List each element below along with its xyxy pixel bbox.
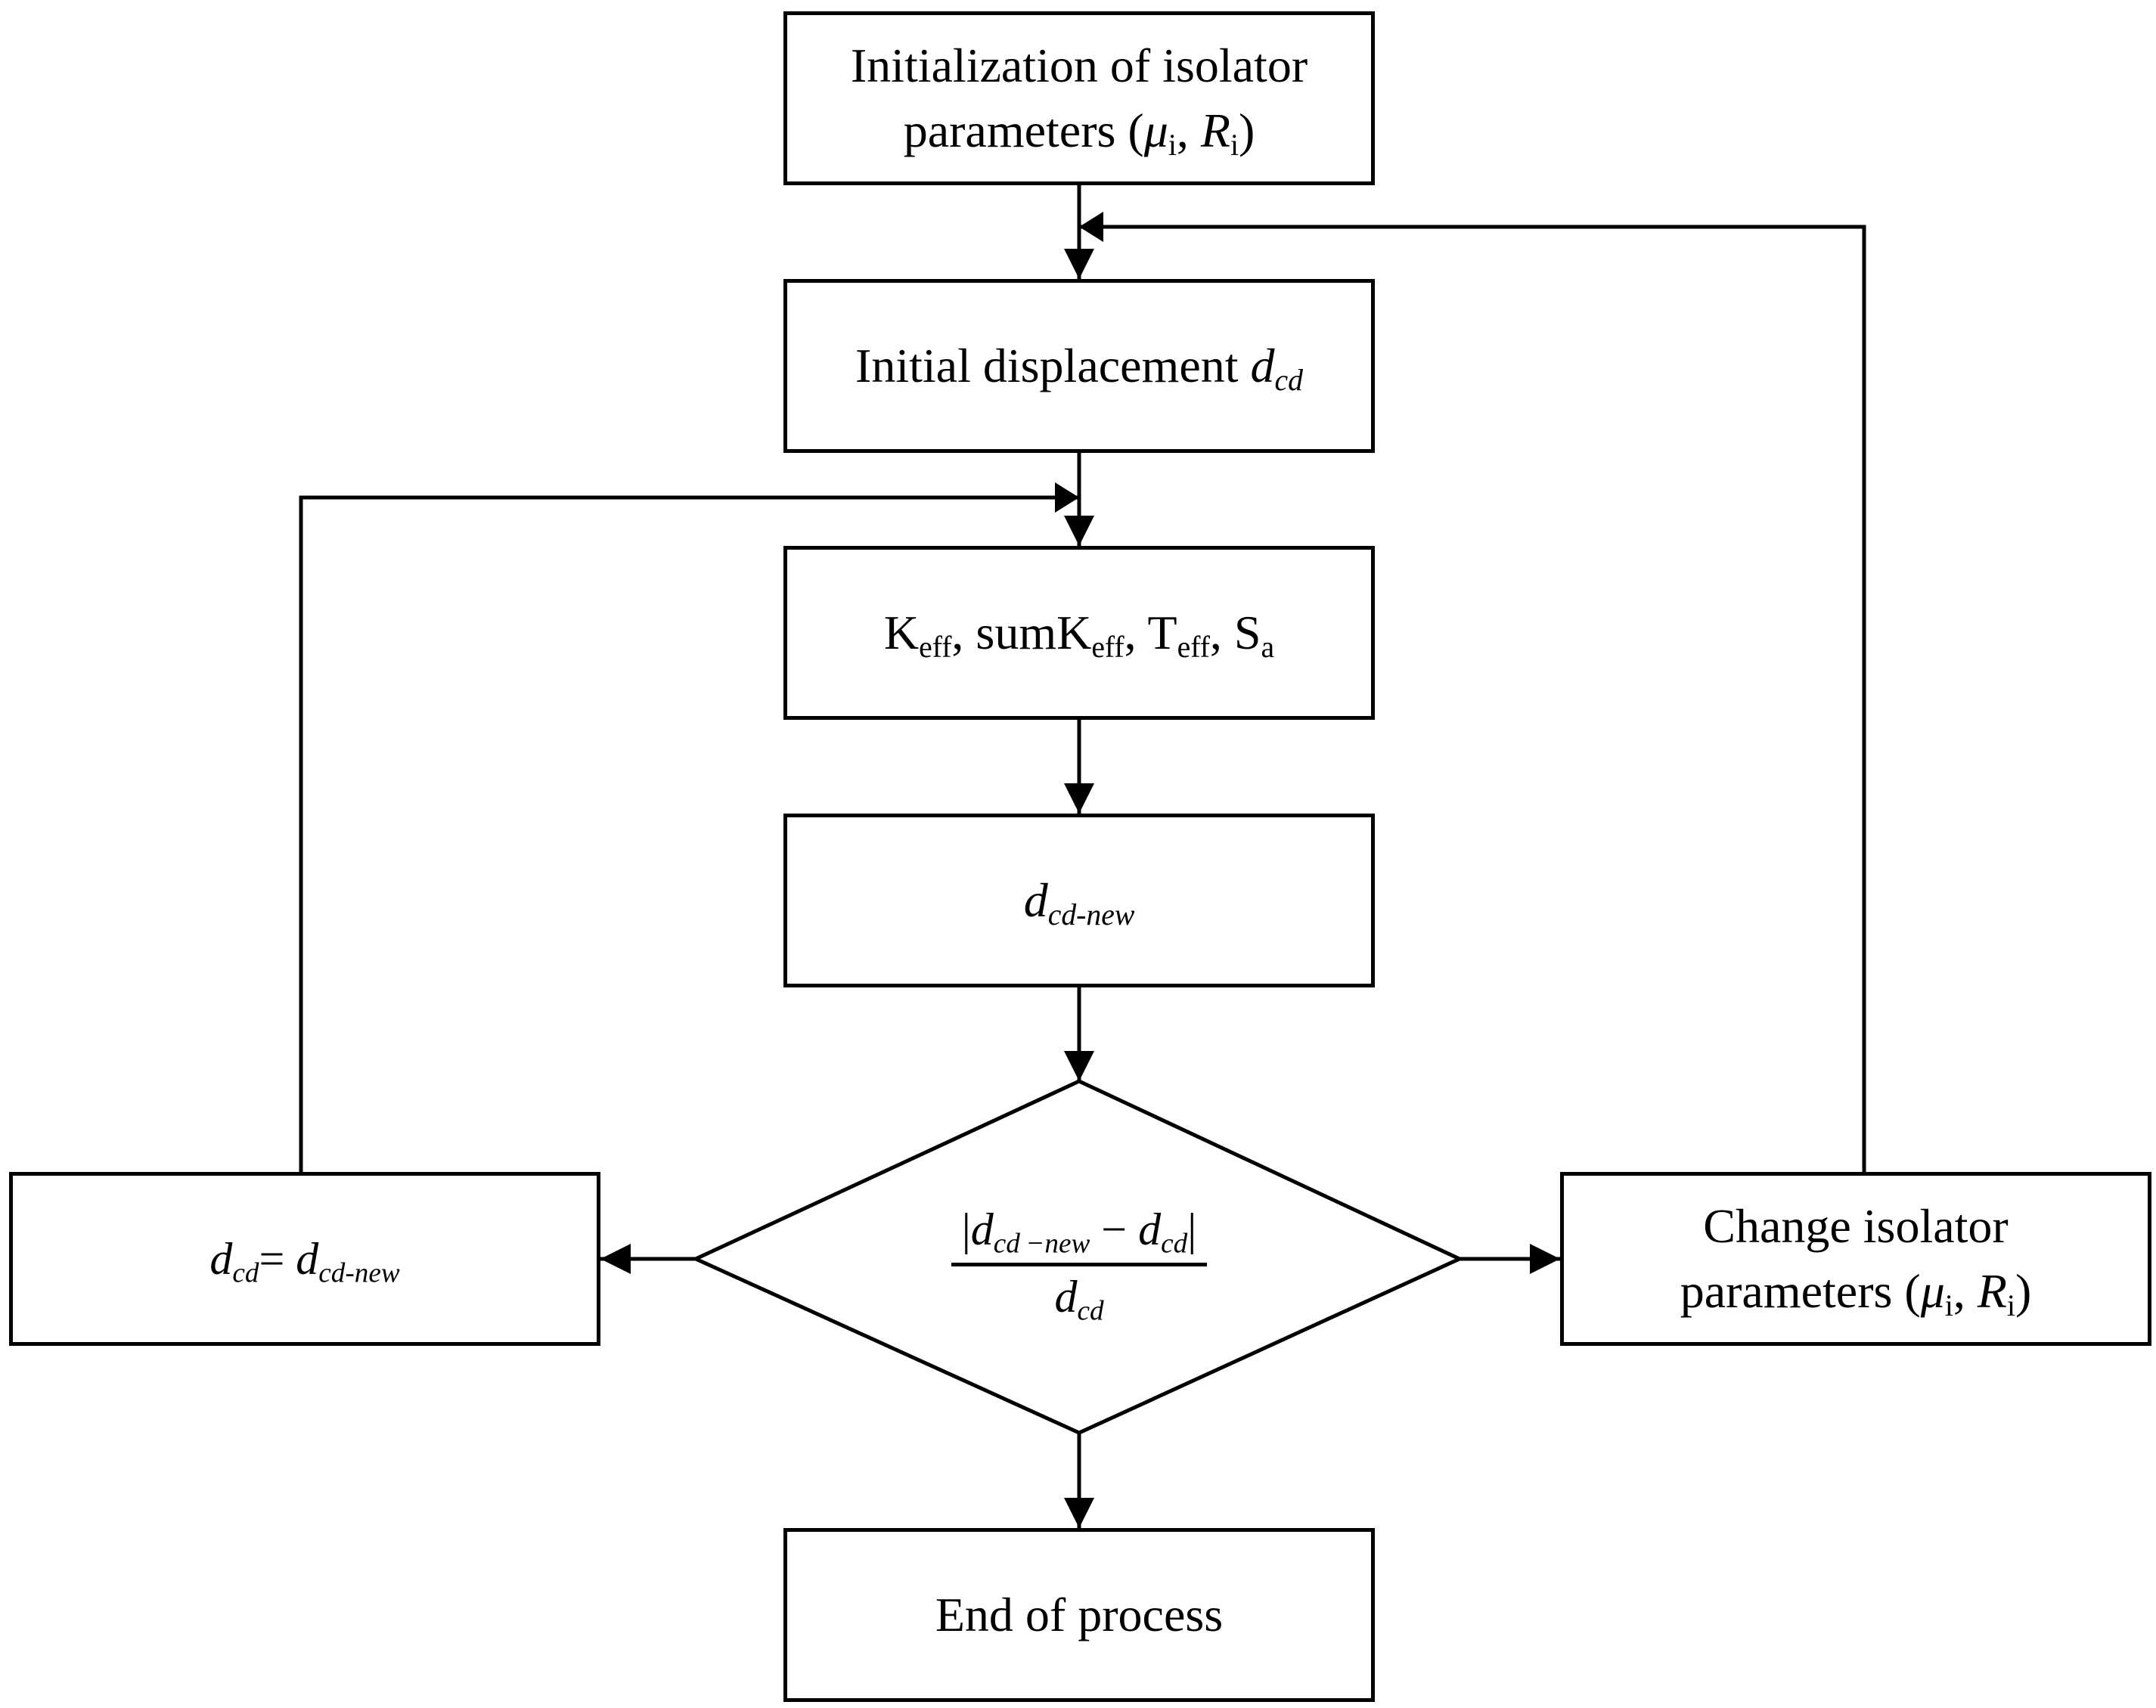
initialize-separator: , (1176, 104, 1201, 157)
update-rhs-variable: d (296, 1233, 319, 1284)
effective-properties-box: Keff, sumKeff, Teff, Sa (783, 546, 1375, 720)
update-displacement-box: dcd= dcd-new (9, 1172, 600, 1346)
arrowhead-down-end (1064, 1498, 1094, 1528)
k-subscript: eff (919, 630, 952, 664)
minus-sign: − (1090, 1204, 1139, 1254)
new-displacement-label: dcd-new (1024, 868, 1135, 933)
k-symbol: K (883, 605, 920, 659)
denominator-subscript: cd (1077, 1294, 1104, 1326)
change-r-subscript: i (2006, 1289, 2015, 1323)
change-line-1: Change isolator (1703, 1198, 2009, 1253)
arrowhead-loop-properties (1055, 482, 1079, 513)
change-prefix: parameters ( (1680, 1264, 1921, 1318)
abs-close: | (1187, 1204, 1197, 1254)
arrowhead-down-properties (1064, 516, 1094, 546)
change-separator: , (1953, 1264, 1978, 1318)
numerator-subscript-2: cd (1161, 1227, 1188, 1259)
new-displacement-box: dcd-new (783, 814, 1375, 987)
abs-open: | (961, 1204, 971, 1254)
equals-sign: = (259, 1233, 296, 1284)
arrowhead-down-check (1064, 1051, 1094, 1081)
initialize-line-2: parameters (μi, Ri) (904, 98, 1255, 163)
t-symbol: , T (1124, 605, 1177, 659)
s-symbol: , S (1209, 605, 1261, 659)
new-displacement-variable: d (1023, 873, 1048, 927)
mu-subscript: i (1168, 129, 1177, 163)
initialize-close-paren: ) (1239, 104, 1255, 157)
change-parameters-box: Change isolator parameters (μi, Ri) (1560, 1172, 2151, 1346)
arrowhead-down-displacement (1064, 249, 1094, 279)
s-subscript: a (1261, 630, 1275, 664)
change-line-2: parameters (μi, Ri) (1680, 1259, 2032, 1324)
initial-displacement-label: Initial displacement dcd (855, 333, 1303, 398)
effective-properties-label: Keff, sumKeff, Teff, Sa (884, 600, 1274, 665)
end-of-process-box: End of process (783, 1528, 1375, 1702)
sumk-subscript: eff (1091, 630, 1125, 664)
new-displacement-subscript: cd-new (1047, 897, 1135, 931)
initialize-parameters-box: Initialization of isolator parameters (μ… (783, 11, 1375, 185)
sumk-symbol: , sumK (951, 605, 1092, 659)
loop-change-to-displacement (1079, 225, 1866, 1172)
change-mu-symbol: μ (1920, 1264, 1945, 1318)
numerator-variable-1: d (970, 1204, 994, 1254)
t-subscript: eff (1177, 630, 1210, 664)
arrowhead-loop-displacement (1079, 212, 1103, 242)
initialize-line-1: Initialization of isolator (850, 38, 1308, 92)
convergence-check-formula: |dcd −new − dcd| dcd (852, 1187, 1306, 1338)
update-rhs-subscript: cd-new (318, 1257, 400, 1288)
numerator-variable-2: d (1138, 1204, 1162, 1254)
denominator-variable: d (1054, 1271, 1078, 1322)
change-r-symbol: R (1977, 1264, 2007, 1318)
formula-denominator: dcd (1054, 1266, 1104, 1326)
change-close-paren: ) (2015, 1264, 2032, 1318)
end-label: End of process (935, 1587, 1224, 1641)
initial-displacement-prefix: Initial displacement (855, 338, 1251, 392)
r-symbol: R (1200, 104, 1230, 157)
arrowhead-down-new-displacement (1064, 783, 1094, 814)
loop-update-to-properties (299, 495, 1079, 1172)
change-mu-subscript: i (1944, 1289, 1953, 1323)
initialize-prefix: parameters ( (903, 104, 1144, 157)
r-subscript: i (1230, 129, 1239, 163)
update-displacement-label: dcd= dcd-new (209, 1229, 399, 1290)
displacement-subscript: cd (1274, 363, 1303, 397)
numerator-subscript-1: cd −new (993, 1227, 1090, 1259)
initial-displacement-box: Initial displacement dcd (783, 279, 1375, 453)
arrowhead-right-change (1530, 1244, 1560, 1274)
arrowhead-left-update (600, 1244, 631, 1274)
formula-numerator: |dcd −new − dcd| (951, 1202, 1208, 1266)
update-lhs-subscript: cd (232, 1257, 259, 1288)
mu-symbol: μ (1143, 104, 1168, 157)
displacement-variable: d (1250, 338, 1275, 392)
decision-diamond (691, 1079, 1464, 1435)
update-lhs-variable: d (209, 1233, 233, 1284)
